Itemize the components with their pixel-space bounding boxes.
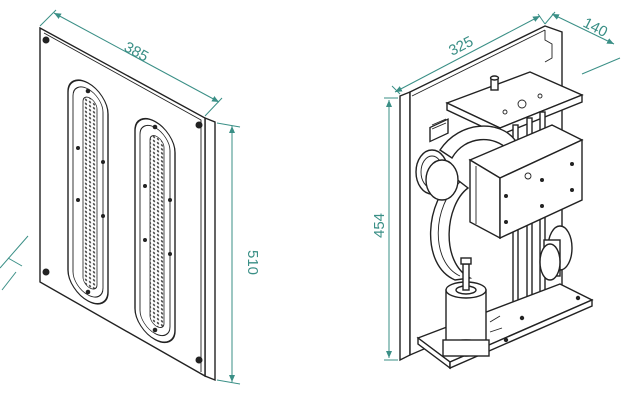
dimension-label-height: 510 [244, 250, 261, 275]
corner-screw [42, 36, 50, 44]
dimension-width-left [39, 9, 223, 117]
dimension-height-left [216, 122, 241, 385]
panel-side-edge [204, 116, 216, 382]
panel-face [39, 26, 206, 378]
dimension-label-height: 454 [371, 213, 388, 238]
connector-block [429, 118, 449, 143]
side-cylinder [539, 225, 573, 281]
dimension-label-depth: 140 [580, 14, 610, 41]
left-vent-slot [67, 79, 109, 305]
motor [442, 257, 503, 357]
round-flange [415, 149, 459, 201]
corner-screw [195, 356, 203, 364]
right-assembly-view: 325 140 454 [371, 11, 621, 370]
corner-screw [42, 268, 50, 276]
dimension-depth-right [544, 11, 621, 75]
dimension-label-width: 385 [121, 39, 151, 66]
dimension-height-right [384, 97, 398, 361]
right-vent-slot [134, 117, 176, 344]
back-plate-side [399, 90, 411, 362]
main-block [468, 124, 584, 240]
left-panel-view: 385 510 [0, 9, 261, 385]
partial-dimension-left [0, 235, 29, 291]
dimension-label-width: 325 [446, 33, 476, 60]
corner-screw [195, 121, 203, 129]
dimension-width-right [391, 13, 546, 95]
